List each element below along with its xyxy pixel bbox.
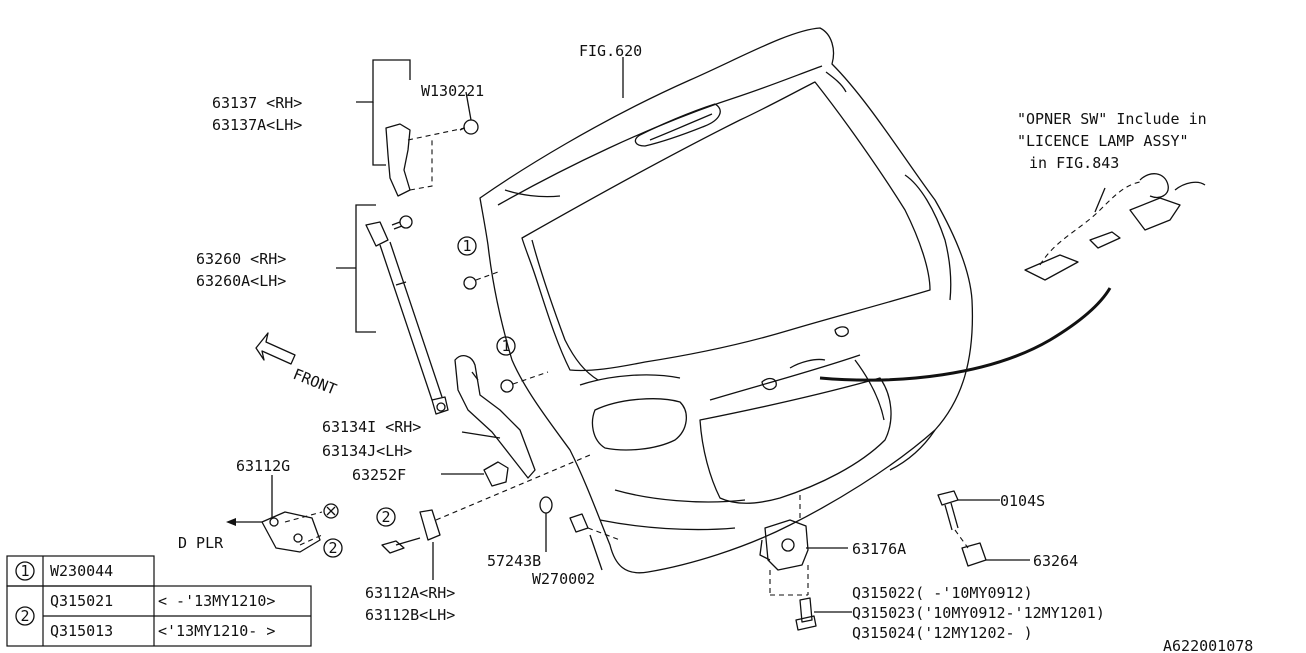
legend-part-q315013: Q315013	[50, 622, 113, 640]
stay-bracket	[385, 119, 479, 197]
diagram-id: A622001078	[1163, 637, 1253, 653]
label-63112b: 63112B<LH>	[365, 606, 455, 624]
legend-part-w230044: W230044	[50, 562, 113, 580]
label-63112a: 63112A<RH>	[365, 584, 455, 602]
label-63134i: 63134I <RH>	[322, 418, 421, 436]
label-q315022: Q315022( -'10MY0912)	[852, 584, 1033, 602]
striker-63112g	[226, 503, 339, 553]
svg-text:FRONT: FRONT	[291, 365, 340, 399]
legend-range-q315013: <'13MY1210- >	[158, 622, 275, 640]
opener-cable	[819, 287, 1112, 382]
svg-text:2: 2	[20, 607, 29, 625]
callout-2-a: 2	[323, 538, 343, 558]
callout-1-b: 1	[496, 336, 549, 393]
svg-text:1: 1	[20, 562, 29, 580]
legend-part-q315021: Q315021	[50, 592, 113, 610]
label-w130221: W130221	[421, 82, 484, 100]
label-63176a: 63176A	[852, 540, 906, 558]
label-63260: 63260 <RH>	[196, 250, 286, 268]
svg-text:1: 1	[462, 237, 471, 255]
label-57243b: 57243B	[487, 552, 541, 570]
legend-table: 1 W230044 2 Q315021 < -'13MY1210> Q31501…	[6, 555, 312, 647]
bracket-63264	[954, 529, 987, 567]
stopper-63112a	[381, 454, 591, 554]
label-d-plr: D PLR	[178, 534, 224, 552]
legend-row-1: 1 W230044	[15, 561, 113, 581]
note-fig843: in FIG.843	[1029, 154, 1119, 172]
label-q315023: Q315023('10MY0912-'12MY1201)	[852, 604, 1105, 622]
callout-1-a: 1	[457, 236, 499, 290]
ref-fig620: FIG.620	[579, 42, 642, 60]
label-63260a: 63260A<LH>	[196, 272, 286, 290]
svg-text:2: 2	[328, 539, 337, 557]
lock-63176a	[759, 495, 817, 631]
label-q315024: Q315024('12MY1202- )	[852, 624, 1033, 642]
legend-row-2: 2 Q315021 < -'13MY1210> Q315013 <'13MY12…	[15, 592, 275, 640]
bumper-63252f	[483, 461, 509, 487]
label-0104s: 0104S	[1000, 492, 1045, 510]
label-63252f: 63252F	[352, 466, 406, 484]
note-licence-lamp: "LICENCE LAMP ASSY"	[1017, 132, 1189, 150]
legend-range-q315021: < -'13MY1210>	[158, 592, 275, 610]
label-63137a: 63137A<LH>	[212, 116, 302, 134]
label-63137: 63137 <RH>	[212, 94, 302, 112]
grommet-w270002	[569, 513, 621, 541]
label-63112g: 63112G	[236, 457, 290, 475]
label-63264: 63264	[1033, 552, 1078, 570]
gas-stay	[365, 215, 449, 415]
front-arrow: FRONT	[255, 332, 340, 399]
opener-switch-assembly	[819, 173, 1206, 382]
rear-gate-panel	[479, 27, 974, 574]
callout-2-b: 2	[376, 507, 396, 527]
label-w270002: W270002	[532, 570, 595, 588]
label-63134j: 63134J<LH>	[322, 442, 412, 460]
svg-text:2: 2	[381, 508, 390, 526]
side-trim	[454, 355, 536, 479]
svg-text:1: 1	[501, 337, 510, 355]
plug-57243b	[539, 496, 553, 514]
note-opener-sw: "OPNER SW" Include in	[1017, 110, 1207, 128]
bolt-0104s	[937, 490, 959, 531]
clip-w130221	[463, 119, 479, 135]
